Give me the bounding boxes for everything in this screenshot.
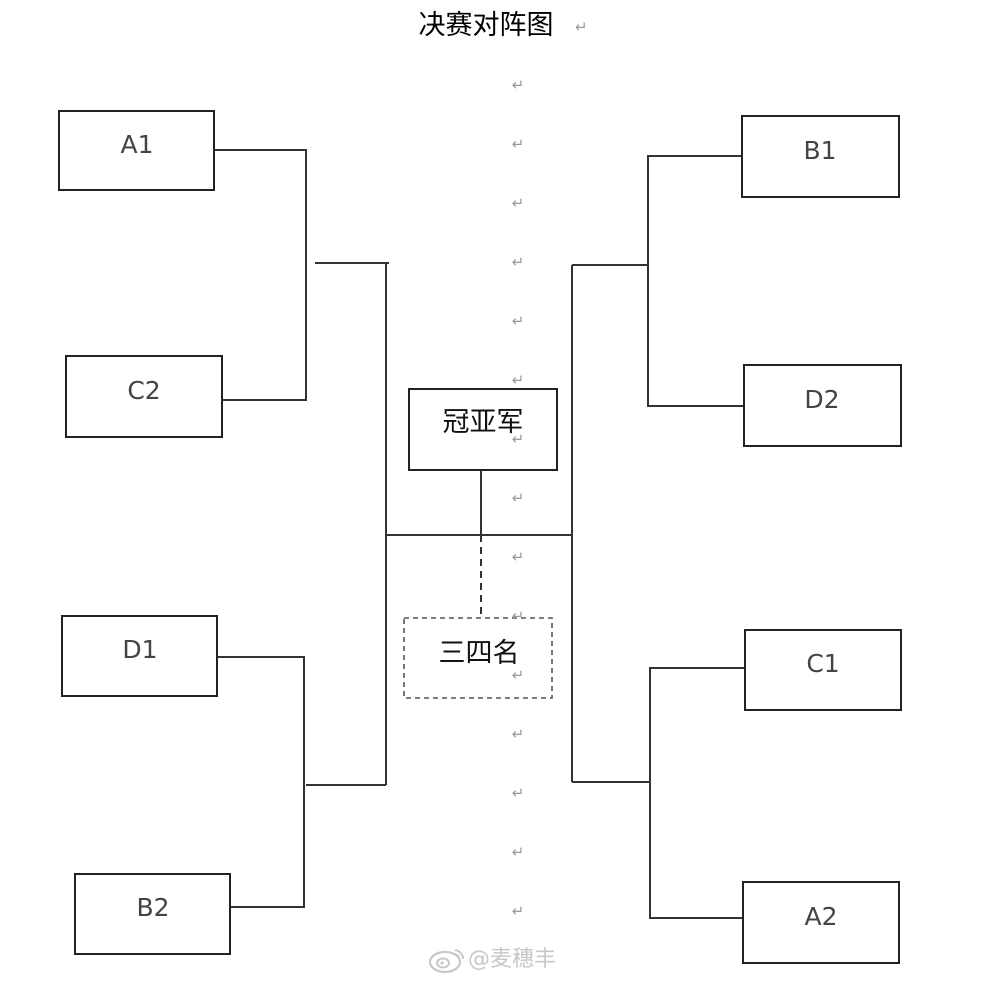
team-box-right-bottom-1: C1 bbox=[744, 629, 902, 711]
left-bracket-lines bbox=[212, 149, 389, 908]
team-box-left-bottom-2: B2 bbox=[74, 873, 231, 955]
return-mark: ↵ bbox=[512, 371, 525, 389]
return-mark: ↵ bbox=[512, 902, 525, 920]
team-box-right-top-1: B1 bbox=[741, 115, 900, 198]
return-mark: ↵ bbox=[512, 489, 525, 507]
third-place-label: 三四名 bbox=[439, 638, 520, 669]
return-mark: ↵ bbox=[512, 666, 525, 684]
title-return-mark: ↵ bbox=[575, 18, 588, 36]
return-mark: ↵ bbox=[512, 430, 525, 448]
return-mark: ↵ bbox=[512, 548, 525, 566]
team-label: A2 bbox=[804, 902, 837, 931]
return-mark: ↵ bbox=[512, 312, 525, 330]
return-mark: ↵ bbox=[512, 784, 525, 802]
page-title: 决赛对阵图 bbox=[419, 10, 554, 41]
return-mark-overlay: ↵ ↵ ↵ bbox=[512, 430, 525, 684]
return-mark: ↵ bbox=[512, 135, 525, 153]
center-lines bbox=[386, 470, 572, 618]
weibo-icon bbox=[428, 949, 465, 974]
return-mark: ↵ bbox=[512, 194, 525, 212]
watermark: @麦穗丰 bbox=[428, 947, 556, 974]
team-label: A1 bbox=[120, 130, 153, 159]
final-label: 冠亚军 bbox=[443, 407, 524, 438]
team-label: B1 bbox=[803, 136, 836, 165]
team-box-right-bottom-2: A2 bbox=[742, 881, 900, 964]
team-box-left-top-1: A1 bbox=[58, 110, 215, 191]
return-mark: ↵ bbox=[512, 253, 525, 271]
return-mark: ↵ bbox=[512, 725, 525, 743]
team-label: C2 bbox=[127, 376, 160, 405]
right-bracket-lines bbox=[571, 155, 746, 919]
team-label: B2 bbox=[136, 893, 169, 922]
team-label: C1 bbox=[806, 649, 839, 678]
return-mark: ↵ bbox=[512, 843, 525, 861]
team-label: D2 bbox=[804, 385, 839, 414]
team-box-left-top-2: C2 bbox=[65, 355, 223, 438]
team-box-left-bottom-1: D1 bbox=[61, 615, 218, 697]
team-box-right-top-2: D2 bbox=[743, 364, 902, 447]
return-mark: ↵ bbox=[512, 76, 525, 94]
return-mark-column: ↵ ↵ ↵ ↵ ↵ ↵ ↵ ↵ ↵ ↵ ↵ ↵ bbox=[512, 76, 525, 920]
watermark-text: @麦穗丰 bbox=[468, 947, 556, 972]
team-label: D1 bbox=[122, 635, 157, 664]
return-mark: ↵ bbox=[512, 607, 525, 625]
final-box: 冠亚军 bbox=[408, 388, 558, 471]
third-place-box: 三四名 bbox=[403, 617, 553, 699]
